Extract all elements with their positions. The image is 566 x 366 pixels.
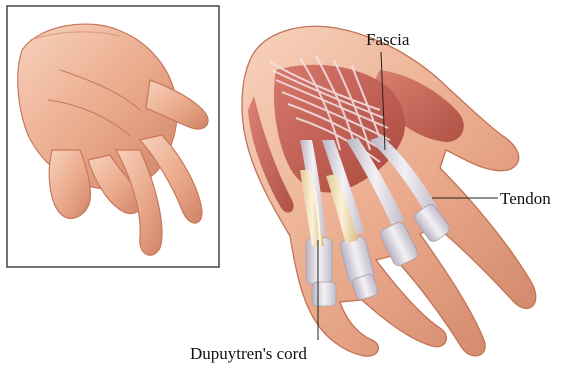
inset-panel <box>7 6 219 267</box>
tendon-label: Tendon <box>500 190 551 207</box>
dupuytrens-cord-label: Dupuytren's cord <box>190 345 307 362</box>
fascia-label: Fascia <box>366 31 409 48</box>
main-hand <box>242 26 536 356</box>
